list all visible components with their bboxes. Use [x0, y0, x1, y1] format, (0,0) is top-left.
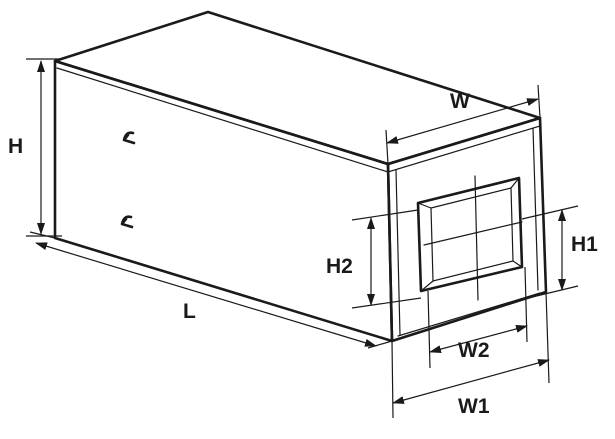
- box-body: [53, 10, 548, 343]
- dim-L: L: [29, 231, 393, 349]
- dim-label-H2: H2: [326, 255, 353, 278]
- outlet-opening: [416, 175, 524, 301]
- outlet-frame-corner: [512, 260, 523, 268]
- box-front-face: [386, 116, 548, 343]
- outlet-frame-corner: [420, 280, 434, 292]
- latch-icon: [120, 215, 134, 229]
- outlet-inner-frame: [430, 187, 514, 282]
- latch-icon: [122, 131, 136, 145]
- dim-label-W: W: [450, 90, 470, 113]
- dim-label-H1: H1: [571, 233, 598, 256]
- dim-W1: W1: [391, 291, 550, 419]
- outlet-center-vertical: [474, 175, 479, 301]
- dim-W: W: [385, 84, 541, 165]
- dim-label-H: H: [8, 135, 23, 158]
- outlet-frame-corner: [510, 177, 520, 189]
- outlet-frame-corner: [417, 202, 432, 209]
- dim-H: H: [8, 58, 62, 237]
- outlet-center-horizontal: [423, 221, 523, 246]
- front-flange-line: [395, 169, 401, 336]
- box-side-face: [53, 59, 394, 343]
- dim-H2: H2: [326, 209, 422, 309]
- side-latches: [120, 131, 136, 229]
- dim-H1: H1: [521, 205, 598, 300]
- front-bottom-flange: [397, 292, 541, 337]
- dim-label-W2: W2: [458, 339, 490, 362]
- dim-label-L: L: [183, 300, 196, 323]
- front-flange-line-right: [532, 127, 539, 291]
- dim-W2: W2: [427, 266, 528, 369]
- dim-label-W1: W1: [458, 395, 490, 418]
